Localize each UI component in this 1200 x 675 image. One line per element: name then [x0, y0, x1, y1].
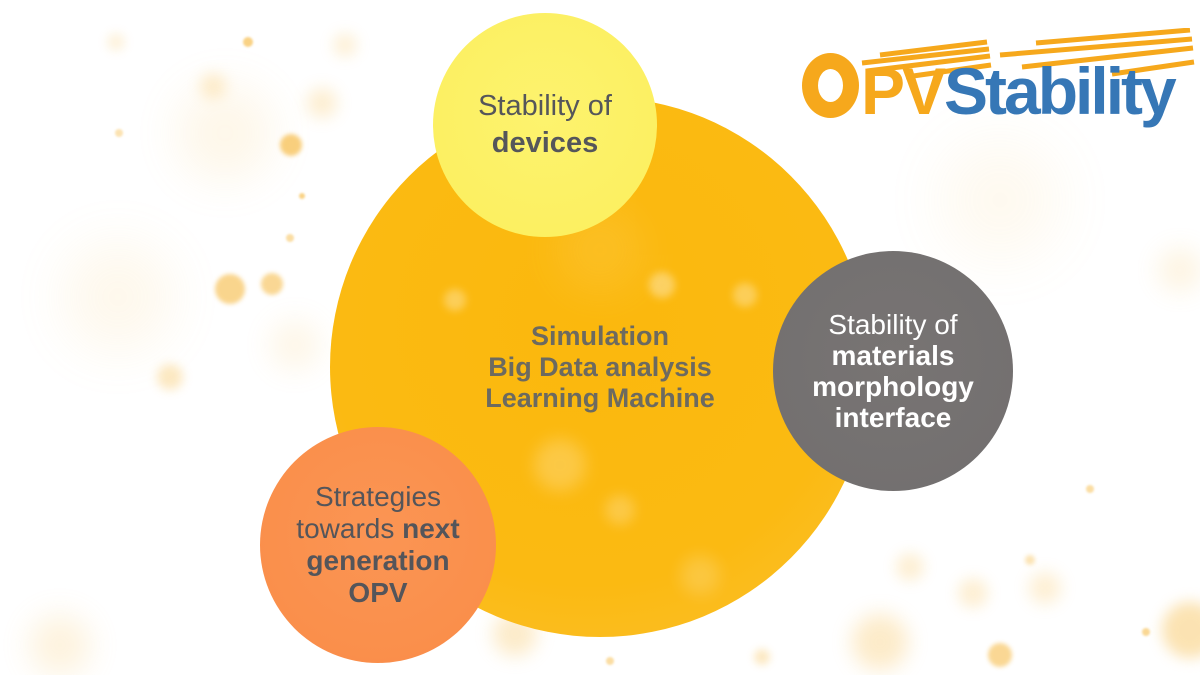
circle-stability-devices: Stability of devices — [433, 13, 657, 237]
circle-stability-materials: Stability of materials morphology interf… — [773, 251, 1013, 491]
bokeh-dot — [307, 88, 337, 118]
bigdata-line: Big Data analysis — [488, 351, 712, 382]
bokeh-dot — [1025, 555, 1035, 565]
strategies-line4: OPV — [348, 577, 408, 608]
circle-strategies-label: Strategies towards next generation OPV — [296, 481, 459, 609]
circle-strategies-opv: Strategies towards next generation OPV — [260, 427, 496, 663]
simulation-line: Simulation — [530, 320, 669, 351]
circle-materials-label: Stability of materials morphology interf… — [812, 309, 974, 433]
bokeh-dot — [940, 140, 1060, 260]
materials-line3: morphology — [812, 371, 974, 402]
bokeh-dot — [30, 615, 90, 675]
bokeh-dot — [1142, 628, 1150, 636]
bokeh-dot — [988, 643, 1012, 667]
strategies-line2: towards next — [296, 513, 459, 545]
materials-line2: materials — [831, 340, 955, 371]
bokeh-dot — [261, 273, 283, 295]
strategies-line2-regular: towards — [296, 513, 403, 544]
bokeh-dot — [270, 320, 320, 370]
bokeh-dot — [107, 33, 125, 51]
circle-simulation-label: Simulation Big Data analysis Learning Ma… — [485, 321, 715, 414]
bokeh-dot — [1086, 485, 1094, 493]
bokeh-dot — [280, 134, 302, 156]
bokeh-dot — [1029, 572, 1061, 604]
logo-o-ring — [802, 53, 859, 118]
learning-line: Learning Machine — [485, 382, 715, 413]
light-spot — [649, 272, 675, 298]
logo-stability-text: Stability — [944, 54, 1177, 128]
bokeh-dot — [299, 193, 305, 199]
speed-lines-icon — [861, 28, 1195, 80]
bokeh-dot — [606, 657, 614, 665]
opvstability-logo: PV Stability — [0, 0, 1200, 160]
light-spot — [680, 555, 720, 595]
bokeh-dot — [333, 33, 357, 57]
bokeh-dot — [958, 578, 988, 608]
strategies-line1: Strategies — [314, 481, 442, 512]
bokeh-dot — [896, 553, 924, 581]
bokeh-dot — [63, 242, 173, 352]
strategies-line2-bold: next — [402, 513, 460, 544]
strategies-line3: generation — [306, 545, 450, 576]
light-spot — [534, 439, 586, 491]
light-spot — [444, 289, 466, 311]
bokeh-dot — [215, 274, 245, 304]
bokeh-dot — [243, 37, 253, 47]
light-spot — [733, 283, 757, 307]
bokeh-dot — [1158, 248, 1200, 292]
bokeh-dot — [1162, 602, 1200, 658]
bokeh-dot — [115, 129, 123, 137]
bokeh-dot — [852, 614, 908, 670]
devices-line1: Stability of — [478, 90, 612, 122]
logo-pv-text: PV — [861, 54, 946, 128]
bokeh-dot — [157, 364, 183, 390]
bokeh-dot — [286, 234, 294, 242]
devices-line2: devices — [491, 127, 599, 159]
bokeh-dot — [754, 649, 770, 665]
materials-line4: interface — [834, 402, 952, 433]
light-spot — [605, 495, 635, 525]
bokeh-dot — [200, 73, 226, 99]
materials-line1: Stability of — [828, 309, 958, 340]
bokeh-dot — [177, 85, 273, 181]
circle-devices-label: Stability of devices — [478, 88, 612, 162]
